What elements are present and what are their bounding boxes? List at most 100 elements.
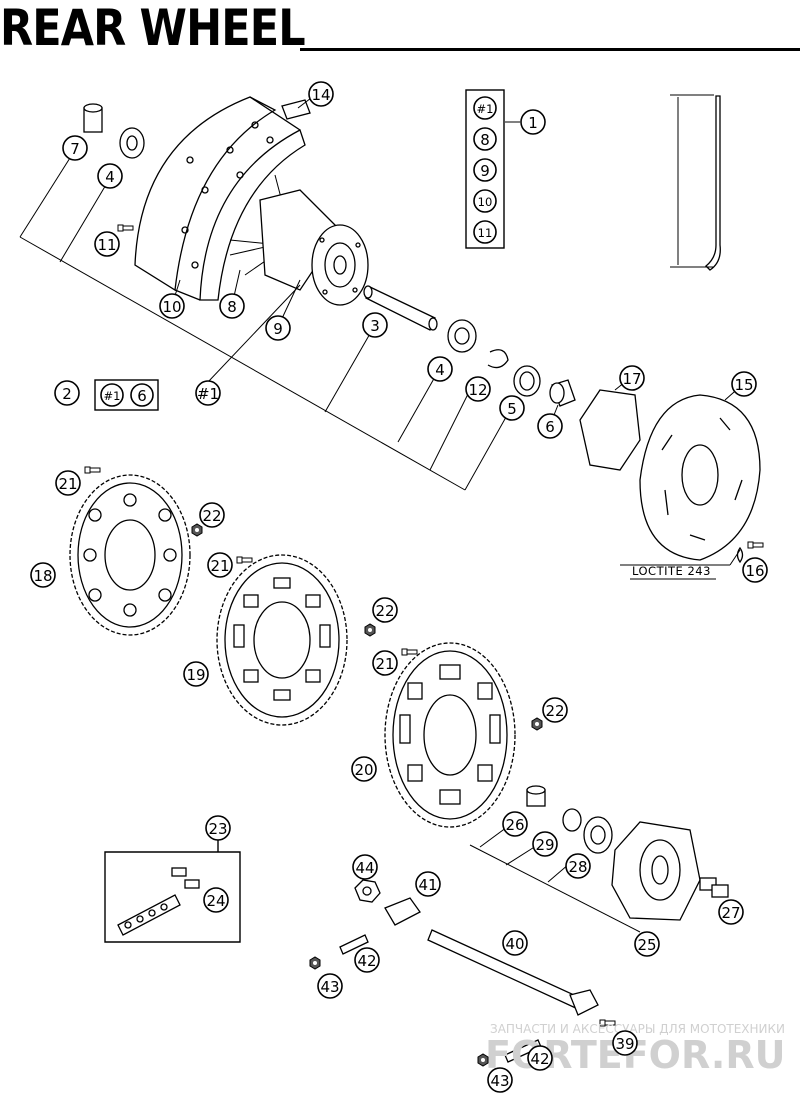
- sprocket-bolt-2: [236, 556, 253, 564]
- callout-21: 21: [207, 552, 233, 578]
- svg-text:8: 8: [480, 131, 490, 149]
- callout-12: 12: [465, 376, 491, 402]
- callout-22: 22: [199, 502, 225, 528]
- callout-44: 44: [352, 854, 378, 880]
- chain-lock: [171, 867, 200, 889]
- kit-1-item: 8: [473, 127, 497, 151]
- distance-bushing: [549, 379, 576, 407]
- callout-kit-1: #1: [195, 380, 221, 406]
- callout-26: 26: [502, 811, 528, 837]
- svg-text:27: 27: [721, 904, 740, 922]
- callout-17: 17: [619, 365, 645, 391]
- adjusting-screw-1: [339, 934, 369, 955]
- svg-text:23: 23: [208, 820, 227, 838]
- svg-text:5: 5: [507, 400, 517, 418]
- svg-text:40: 40: [505, 935, 524, 953]
- svg-text:7: 7: [70, 140, 80, 158]
- brake-disc-carrier-ring: [579, 389, 641, 471]
- svg-text:26: 26: [505, 816, 524, 834]
- callout-23: 23: [205, 815, 231, 841]
- svg-text:6: 6: [137, 387, 147, 405]
- callout-4: 4: [97, 163, 123, 189]
- callout-24: 24: [203, 887, 229, 913]
- svg-text:21: 21: [210, 557, 229, 575]
- svg-text:43: 43: [490, 1072, 509, 1090]
- sprocket-carrier: [611, 821, 701, 921]
- callout-27: 27: [718, 899, 744, 925]
- sprocket-bolt-3: [401, 648, 418, 656]
- callout-21: 21: [372, 650, 398, 676]
- callout-21: 21: [55, 470, 81, 496]
- svg-text:10: 10: [162, 298, 181, 316]
- kit-1-item: 10: [473, 189, 497, 213]
- callout-15: 15: [731, 371, 757, 397]
- spoke-length-gauge: [670, 94, 721, 271]
- sprocket-nut-3: [531, 717, 543, 731]
- sprocket-19: [216, 554, 348, 726]
- callout-25: 25: [634, 931, 660, 957]
- callout-4: 4: [427, 356, 453, 382]
- carrier-seal: [562, 808, 582, 832]
- callout-40: 40: [502, 930, 528, 956]
- svg-text:#1: #1: [197, 385, 219, 403]
- carrier-bearing: [583, 816, 613, 854]
- svg-text:42: 42: [357, 952, 376, 970]
- svg-text:3: 3: [370, 317, 380, 335]
- carrier-leaders: [469, 821, 641, 933]
- wheel-axle: [427, 929, 599, 1016]
- carrier-dampers: [699, 877, 729, 898]
- callout-2: 2: [54, 380, 80, 406]
- svg-text:16: 16: [745, 562, 764, 580]
- rear-hub: [259, 189, 369, 306]
- watermark-caption: ЗАПЧАСТИ И АКСЕССУАРЫ ДЛЯ МОТОТЕХНИКИ: [490, 1022, 785, 1036]
- kit-2-item: #1: [100, 383, 124, 407]
- svg-text:29: 29: [535, 836, 554, 854]
- svg-text:15: 15: [734, 376, 753, 394]
- callout-22: 22: [542, 697, 568, 723]
- callout-8: 8: [219, 293, 245, 319]
- callout-11: 11: [94, 231, 120, 257]
- shaft-seal: [513, 365, 541, 397]
- svg-text:2: 2: [62, 385, 72, 403]
- svg-text:9: 9: [480, 162, 490, 180]
- callout-41: 41: [415, 871, 441, 897]
- chain-adjuster: [384, 897, 421, 926]
- callout-18: 18: [30, 562, 56, 588]
- callout-7: 7: [62, 135, 88, 161]
- callout-43: 43: [317, 973, 343, 999]
- chain-kit-box: [104, 840, 241, 943]
- callout-28: 28: [565, 853, 591, 879]
- callout-16: 16: [742, 557, 768, 583]
- callout-3: 3: [362, 312, 388, 338]
- kit-1-box: [465, 89, 505, 249]
- kit-2-box: [94, 379, 159, 411]
- sprocket-nut-1: [191, 523, 203, 537]
- callout-29: 29: [532, 831, 558, 857]
- callout-42: 42: [527, 1045, 553, 1071]
- svg-text:6: 6: [545, 418, 555, 436]
- chain: [117, 894, 181, 936]
- kit-1-item: 9: [473, 158, 497, 182]
- svg-text:14: 14: [311, 86, 330, 104]
- carrier-spacer: [526, 785, 546, 807]
- svg-text:21: 21: [375, 655, 394, 673]
- axle-nut: [354, 879, 381, 903]
- label-tag: [281, 99, 311, 120]
- svg-text:8: 8: [227, 298, 237, 316]
- callout-19: 19: [183, 661, 209, 687]
- svg-text:22: 22: [375, 602, 394, 620]
- callout-42: 42: [354, 947, 380, 973]
- sprocket-nut-2: [364, 623, 376, 637]
- svg-text:11: 11: [478, 226, 493, 240]
- svg-text:17: 17: [622, 370, 641, 388]
- svg-text:11: 11: [97, 236, 116, 254]
- kit-1-item: 11: [473, 220, 497, 244]
- kit-1-item: #1: [473, 96, 497, 120]
- wheel-bearing-right: [447, 319, 477, 353]
- sprocket-bolt-1: [84, 466, 101, 474]
- svg-text:12: 12: [468, 381, 487, 399]
- svg-text:4: 4: [435, 361, 445, 379]
- circlip: [487, 349, 509, 369]
- svg-text:43: 43: [320, 978, 339, 996]
- callout-22: 22: [372, 597, 398, 623]
